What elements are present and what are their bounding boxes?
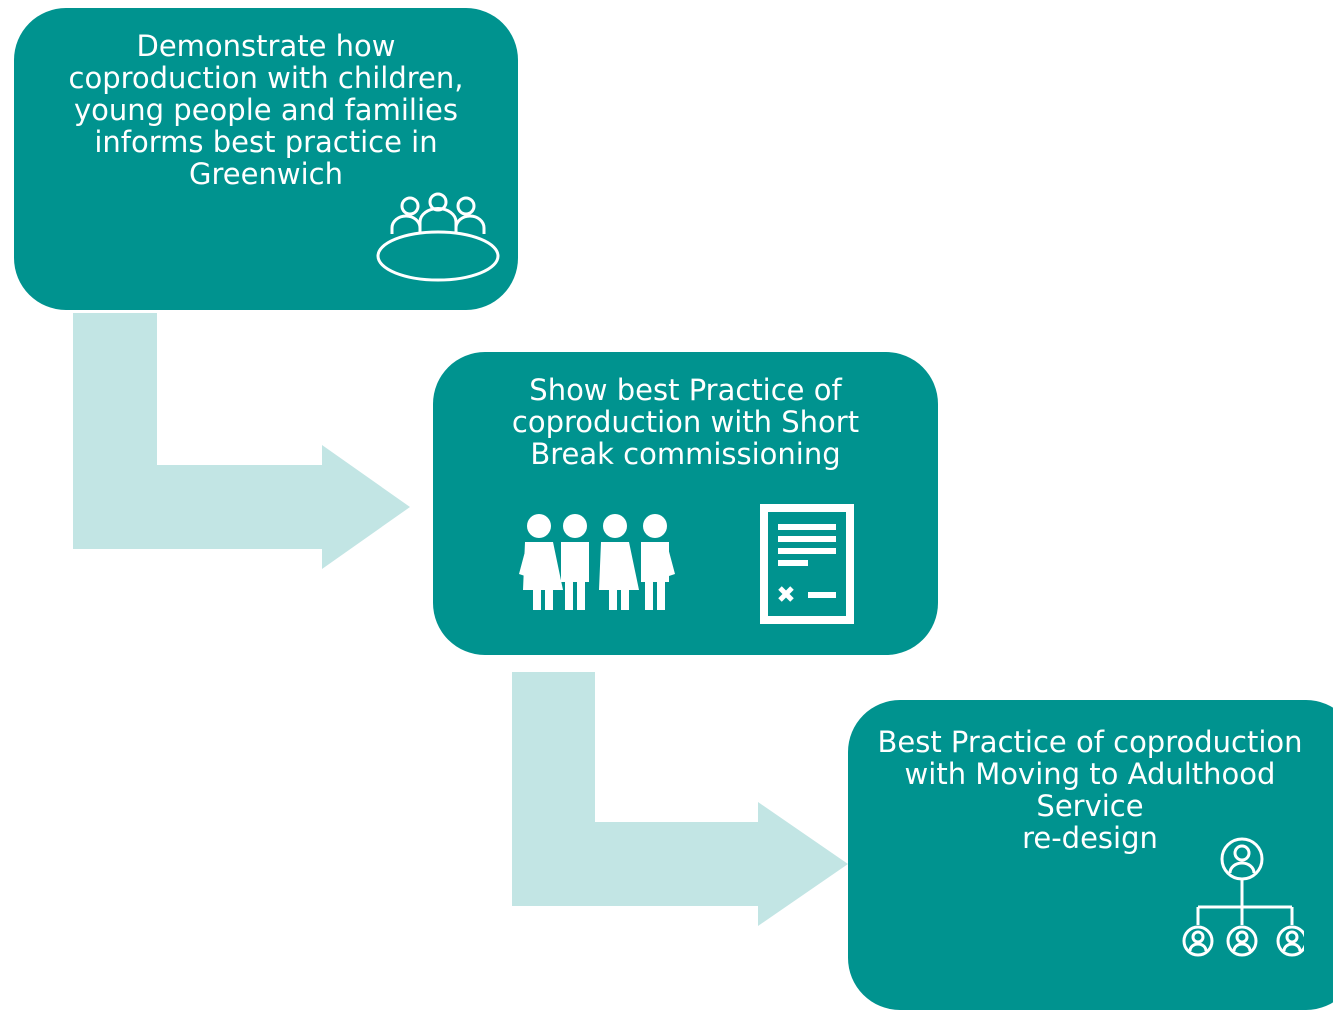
step-box-2: Show best Practice of coproduction with … [433, 352, 938, 655]
org-chart-icon [1182, 837, 1304, 957]
connector-arrow-1 [73, 313, 410, 569]
checklist-document-icon [760, 504, 854, 624]
step-2-text: Show best Practice of coproduction with … [511, 373, 860, 471]
step-box-3: Best Practice of coproduction with Movin… [848, 700, 1333, 1010]
step-box-1: Demonstrate how coproduction with childr… [14, 8, 518, 310]
step-1-text: Demonstrate how coproduction with childr… [68, 29, 464, 191]
children-group-icon [519, 514, 675, 610]
meeting-table-icon [376, 192, 500, 282]
connector-arrow-2 [512, 672, 848, 926]
step-3-text: Best Practice of coproduction with Movin… [877, 725, 1303, 855]
